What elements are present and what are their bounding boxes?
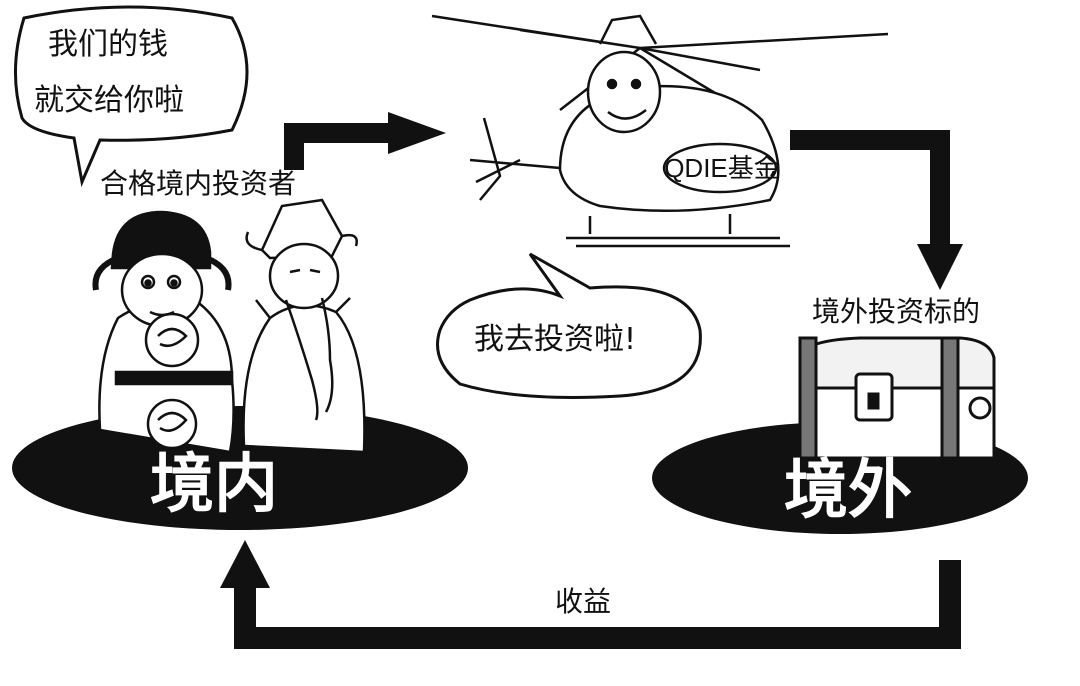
fund-badge bbox=[662, 142, 778, 194]
arrow-return bbox=[220, 540, 961, 649]
domestic-label: 境内 bbox=[150, 448, 278, 522]
fund-name-label: QDIE基金 bbox=[664, 153, 780, 183]
fund-speech-bubble bbox=[436, 252, 702, 399]
investor-bubble-line-2: 就交给你啦 bbox=[34, 83, 184, 118]
investor-speech-bubble bbox=[13, 5, 249, 188]
helicopter bbox=[431, 14, 889, 248]
investor-label: 合格境内投资者 bbox=[100, 167, 297, 200]
treasure-chest-icon bbox=[798, 336, 996, 460]
arrow-to-overseas bbox=[790, 130, 963, 290]
elder-figure bbox=[242, 198, 366, 454]
official-figure bbox=[92, 210, 235, 454]
target-label: 境外投资标的 bbox=[812, 295, 981, 328]
overseas-label: 境外 bbox=[784, 454, 912, 528]
fund-bubble-text: 我去投资啦! bbox=[474, 322, 637, 357]
return-label: 收益 bbox=[555, 585, 612, 618]
investor-bubble-line-1: 我们的钱 bbox=[48, 27, 168, 62]
arrow-to-helicopter bbox=[284, 112, 446, 170]
